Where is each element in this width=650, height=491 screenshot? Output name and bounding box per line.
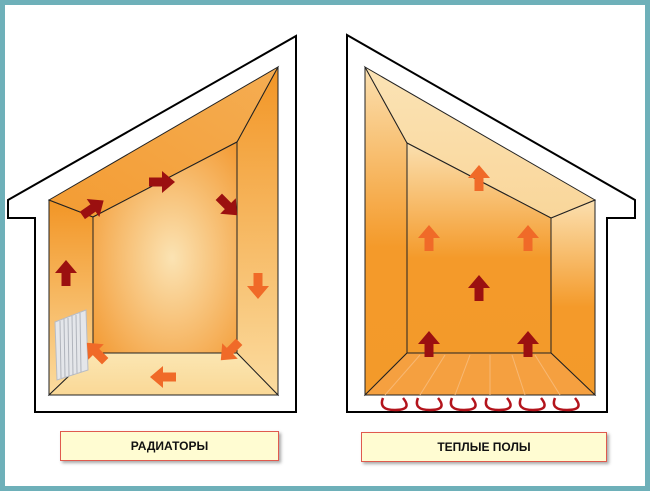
warm-floors-label: ТЕПЛЫЕ ПОЛЫ	[361, 432, 607, 462]
heating-coil-icon	[380, 397, 580, 412]
floor-heating-house	[346, 33, 636, 413]
radiators-label: РАДИАТОРЫ	[60, 431, 279, 461]
back-wall	[92, 141, 238, 354]
floor-pipes	[384, 354, 561, 396]
radiator-icon	[54, 309, 89, 381]
heated-floor	[363, 352, 597, 396]
radiator-house	[7, 34, 297, 413]
